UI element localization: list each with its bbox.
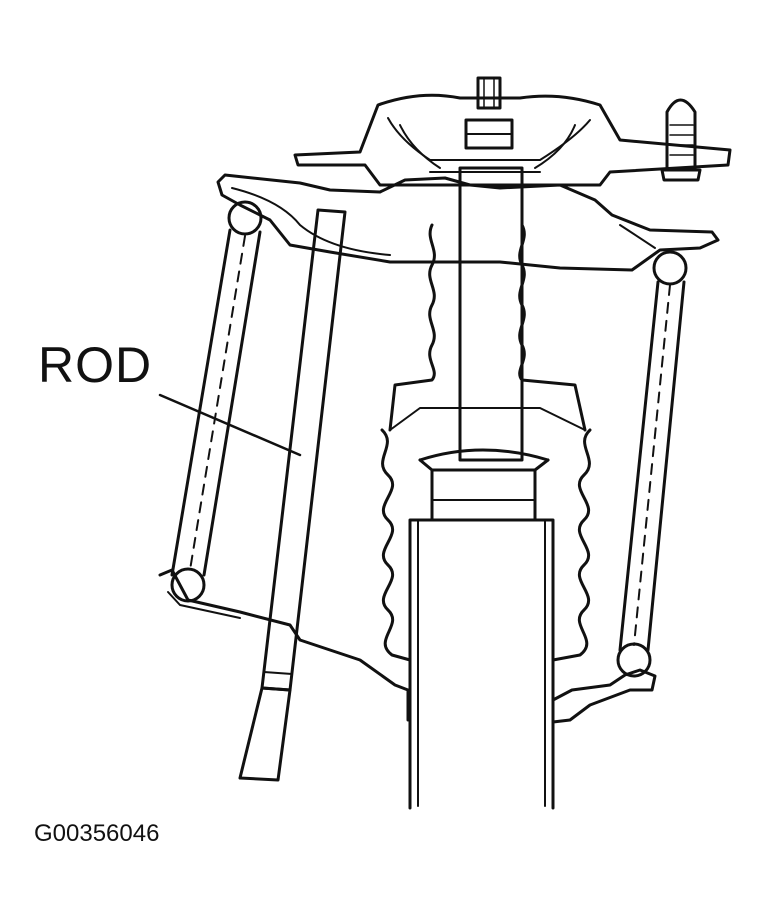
shock-absorber-body — [410, 450, 553, 808]
mount-stud-bolt — [662, 100, 700, 180]
rod-tool — [240, 210, 345, 780]
rod-label: ROD — [38, 337, 153, 393]
rod-leader-line — [160, 395, 300, 455]
dust-boot — [382, 225, 590, 660]
spring-compressor-left — [172, 202, 261, 601]
upper-spring-seat — [218, 175, 718, 270]
upper-strut-mount — [295, 95, 730, 185]
spring-compressor-right — [618, 252, 686, 676]
lower-spring-seat — [160, 570, 655, 722]
mount-nut — [466, 78, 512, 148]
piston-rod — [460, 168, 522, 460]
figure-id: G00356046 — [34, 820, 160, 847]
